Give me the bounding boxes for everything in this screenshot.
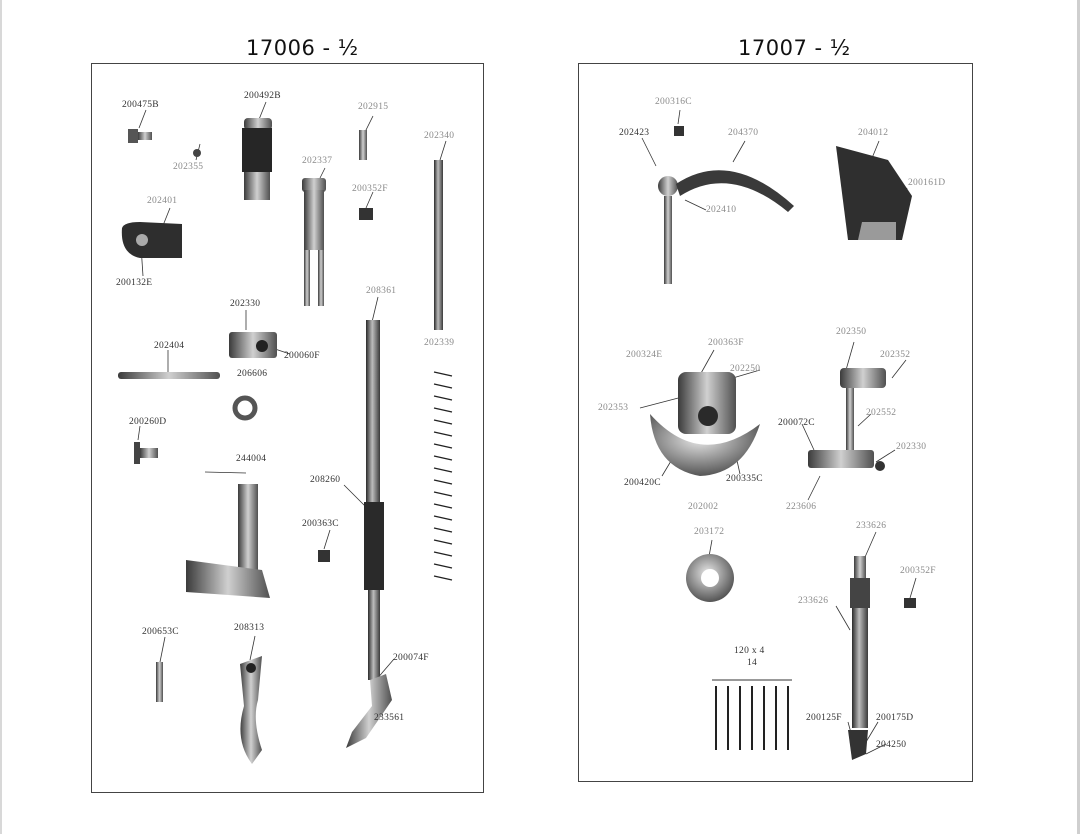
right-panel-heading: 17007 - ½: [738, 36, 851, 60]
label-202330-left: 202330: [230, 299, 261, 309]
left-parts-panel: [91, 63, 484, 793]
label-202915: 202915: [358, 102, 389, 112]
label-200161D: 200161D: [908, 178, 946, 188]
label-200475B: 200475B: [122, 100, 159, 110]
label-204250: 204250: [876, 740, 907, 750]
label-202330-right: 202330: [896, 442, 927, 452]
label-200060F: 200060F: [284, 351, 320, 361]
label-202353: 202353: [598, 403, 629, 413]
label-206606: 206606: [237, 369, 268, 379]
page-edge-left: [0, 0, 2, 834]
label-204012: 204012: [858, 128, 889, 138]
label-200316C: 200316C: [655, 97, 692, 107]
label-202340: 202340: [424, 131, 455, 141]
label-202337: 202337: [302, 156, 333, 166]
label-202352: 202352: [880, 350, 911, 360]
label-200363C: 200363C: [302, 519, 339, 529]
label-200132E: 200132E: [116, 278, 153, 288]
label-200653C: 200653C: [142, 627, 179, 637]
label-200125F: 200125F: [806, 713, 842, 723]
label-202355: 202355: [173, 162, 204, 172]
label-200420C: 200420C: [624, 478, 661, 488]
label-203172: 203172: [694, 527, 725, 537]
label-202410: 202410: [706, 205, 737, 215]
label-208260: 208260: [310, 475, 341, 485]
left-panel-heading: 17006 - ½: [246, 36, 359, 60]
label-202404: 202404: [154, 341, 185, 351]
label-244004: 244004: [236, 454, 267, 464]
left-parts: [118, 118, 453, 764]
label-208361: 208361: [366, 286, 397, 296]
label-200352F-left: 200352F: [352, 184, 388, 194]
label-233561: 233561: [374, 713, 405, 723]
label-200074F: 200074F: [393, 653, 429, 663]
label-223606: 223606: [786, 502, 817, 512]
label-202250: 202250: [730, 364, 761, 374]
label-200324E: 200324E: [626, 350, 663, 360]
label-needle-count: 14: [747, 658, 758, 668]
label-233626: 233626: [798, 596, 829, 606]
label-202401: 202401: [147, 196, 178, 206]
label-202002: 202002: [688, 502, 719, 512]
label-202423: 202423: [619, 128, 650, 138]
right-parts-panel: [578, 63, 973, 782]
label-204370: 204370: [728, 128, 759, 138]
label-200352F-right: 200352F: [900, 566, 936, 576]
label-200175D: 200175D: [876, 713, 914, 723]
label-200492B: 200492B: [244, 91, 281, 101]
label-202552: 202552: [866, 408, 897, 418]
label-202350: 202350: [836, 327, 867, 337]
label-200260D: 200260D: [129, 417, 167, 427]
label-200072C: 200072C: [778, 418, 815, 428]
label-200363F: 200363F: [708, 338, 744, 348]
right-parts: [650, 126, 916, 760]
label-208313: 208313: [234, 623, 265, 633]
label-233626-top: 233626: [856, 521, 887, 531]
label-202339: 202339: [424, 338, 455, 348]
label-needle-size: 120 x 4: [734, 646, 765, 656]
page-edge-right: [1077, 0, 1080, 834]
label-200335C: 200335C: [726, 474, 763, 484]
